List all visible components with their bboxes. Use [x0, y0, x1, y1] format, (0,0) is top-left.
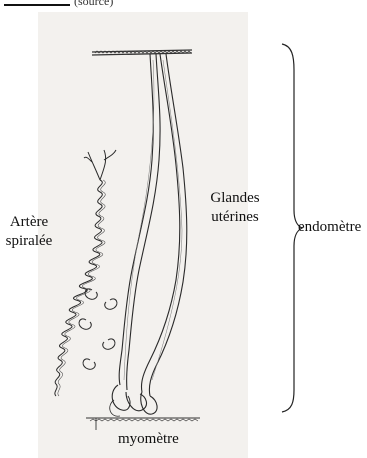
label-endometrium: endomètre: [298, 218, 361, 237]
label-uterine-glands: Glandes utérines: [203, 189, 267, 227]
label-myometrium: myomètre: [118, 430, 179, 449]
label-spiral-artery-line2: spiralée: [0, 232, 58, 251]
label-spiral-artery: Artère spiralée: [0, 213, 58, 251]
label-uterine-glands-line1: Glandes: [203, 189, 267, 208]
uterine-glands: [110, 54, 187, 416]
label-uterine-glands-line2: utérines: [203, 208, 267, 227]
label-spiral-artery-line1: Artère: [0, 213, 58, 232]
epithelium-surface: [92, 50, 192, 55]
spiral-artery: [55, 150, 117, 396]
myometrium-boundary: [86, 418, 200, 430]
